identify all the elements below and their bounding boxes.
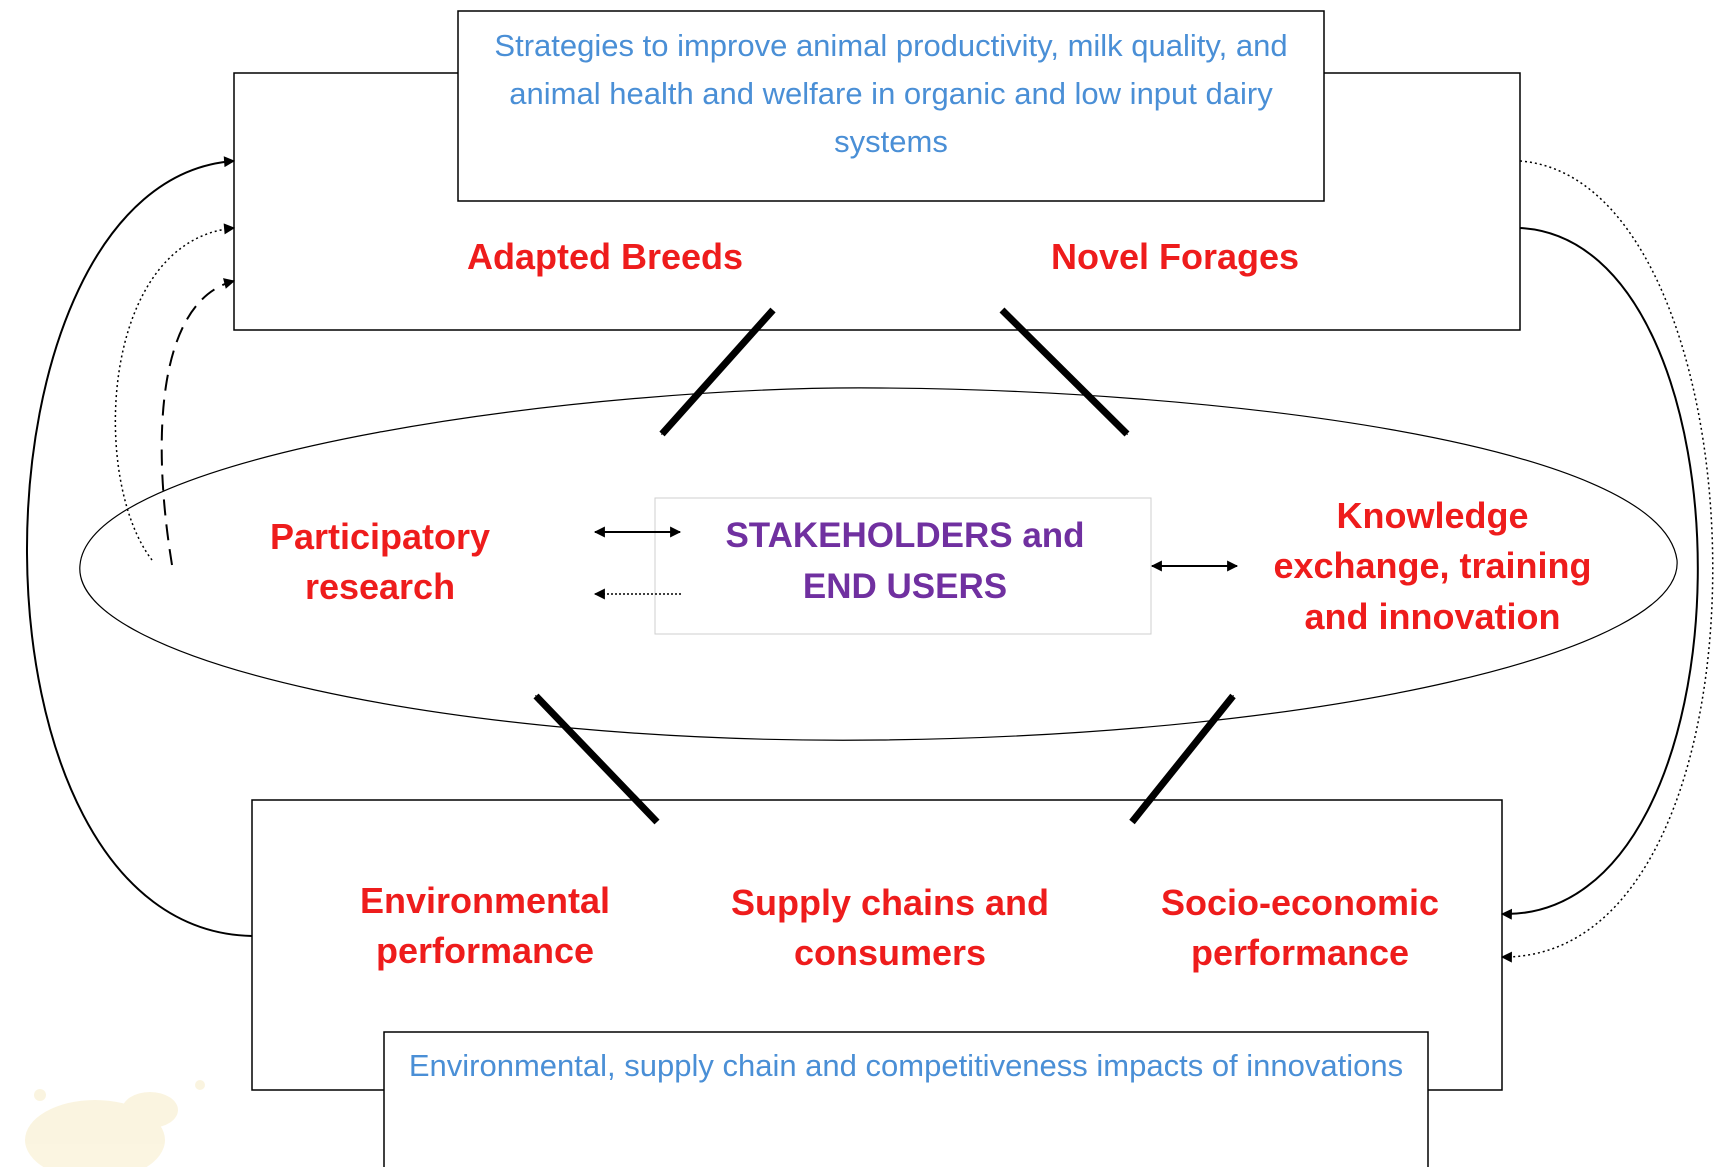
stakeholder-ellipse bbox=[79, 387, 1678, 741]
arrow-environmental bbox=[533, 693, 660, 825]
bottom-title-box bbox=[383, 1031, 1429, 1167]
feedback-solid-left bbox=[26, 156, 253, 937]
feedback-dashed-left bbox=[160, 278, 236, 566]
label-supply-chains: Supply chains and consumers bbox=[730, 882, 1050, 974]
label-adapted-breeds: Adapted Breeds bbox=[466, 236, 744, 277]
decorative-splash bbox=[25, 1080, 205, 1167]
top-title: Strategies to improve animal productivit… bbox=[494, 28, 1288, 160]
arrow-novel-forages bbox=[999, 307, 1130, 437]
arrow-supply-socio bbox=[1129, 693, 1236, 825]
label-participatory-research: Participatory research bbox=[269, 516, 491, 608]
label-knowledge-exchange: Knowledge exchange, training and innovat… bbox=[1273, 495, 1592, 637]
bottom-title: Environmental, supply chain and competit… bbox=[408, 1048, 1404, 1083]
arrow-adapted-breeds bbox=[659, 307, 776, 437]
top-title-box bbox=[457, 10, 1325, 202]
label-stakeholders: STAKEHOLDERS and END USERS bbox=[725, 516, 1085, 606]
stakeholder-box bbox=[654, 497, 1152, 635]
feedback-dotted-left bbox=[114, 223, 236, 561]
feedback-solid-right bbox=[1500, 227, 1699, 920]
label-socio-economic: Socio-economic performance bbox=[1160, 882, 1440, 974]
label-novel-forages: Novel Forages bbox=[1050, 236, 1300, 277]
label-environmental-performance: Environmental performance bbox=[359, 880, 611, 972]
